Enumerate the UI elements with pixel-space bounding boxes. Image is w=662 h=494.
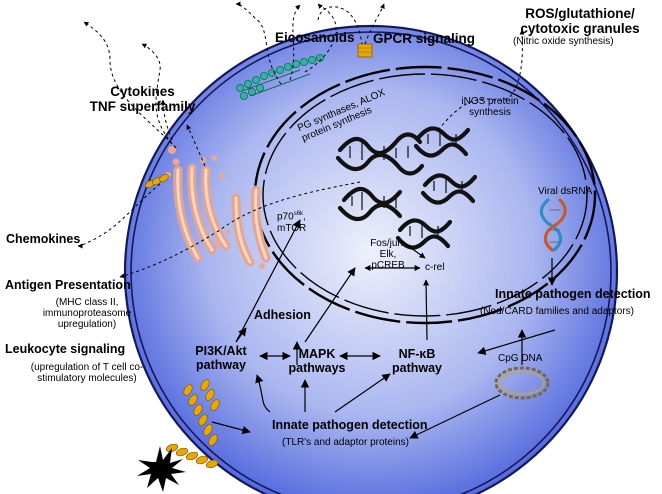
cytokine-receptor-icon <box>145 174 169 188</box>
tlr-label: (TLR's and adaptor proteins) <box>282 437 409 448</box>
p70-mtor-label: p70s6k, mTOR <box>277 211 306 234</box>
pi3k-line2: pathway <box>195 358 246 372</box>
inos-label-line2: synthesis <box>469 107 511 119</box>
cytokines-label: Cytokines TNF superfamily <box>75 84 210 114</box>
tlr-receptor-icon <box>165 379 220 469</box>
gpcr-receptor-icon <box>357 43 373 58</box>
cpg-dna-icon <box>494 366 550 400</box>
cell-body <box>125 26 617 494</box>
nfkb-line2: pathway <box>391 361 442 375</box>
golgi-apparatus-icon <box>165 146 271 269</box>
viral-dsrna-icon <box>539 198 567 252</box>
mapk-line1: MAPK <box>298 347 336 361</box>
innate-detection-right-label: Innate pathogen detection <box>495 287 651 301</box>
mhc-line3: upregulation) <box>57 319 117 331</box>
leukocyte-sub-line2: stimulatory molecules) <box>37 373 137 385</box>
antigen-presentation-label: Antigen Presentation <box>5 278 131 292</box>
mhc-label: (MHC class II, immunoproteasome upregula… <box>22 297 152 331</box>
mapk-line2: pathways <box>288 361 346 375</box>
nod-card-label: (Nod/CARD families and adaptors) <box>480 306 634 317</box>
leukocyte-sub-line1: (upregulation of T cell co- <box>30 362 144 373</box>
mtor-text: mTOR <box>277 222 307 234</box>
cell-membrane-outer <box>123 24 619 494</box>
viral-dsrna-label: Viral dsRNA <box>538 186 593 197</box>
inos-label-line1: iNOS protein <box>461 96 519 107</box>
dna-rungs <box>349 130 463 238</box>
c-rel-label: c-rel <box>425 262 445 273</box>
cell-membrane-inner <box>130 31 612 494</box>
dna-helix-icon <box>335 126 478 250</box>
fos-elk-pcreb-label: Fos/jun, Elk, pCREB <box>358 238 418 272</box>
leukocyte-sub-label: (upregulation of T cell co- stimulatory … <box>2 362 172 384</box>
p70-comma: , <box>303 211 306 223</box>
membrane-lipid-tails <box>241 69 311 97</box>
chemokines-label: Chemokines <box>6 232 81 246</box>
pcreb-text: pCREB <box>371 260 405 272</box>
inos-label: iNOS protein synthesis <box>445 96 535 118</box>
tnf-superfamily-label: TNF superfamily <box>89 99 196 115</box>
nitric-oxide-label: (Nitric oxide synthesis) <box>513 36 614 47</box>
ros-label-line1: ROS/glutathione/ <box>525 6 635 21</box>
membrane-lipid-beads <box>235 54 324 101</box>
fos-jun-text: Fos/jun, <box>370 238 406 249</box>
p70-superscript: s6k <box>293 211 304 217</box>
mhc-line2: immunoproteasome <box>42 308 132 320</box>
innate-detection-bottom-label: Innate pathogen detection <box>272 418 428 432</box>
dashed-secretion-arrows <box>77 1 525 279</box>
pi3k-line1: PI3K/Akt <box>195 344 247 358</box>
cytokines-label-line1: Cytokines <box>110 84 175 99</box>
mhc-line1: (MHC class II, <box>55 297 119 308</box>
nfkb-line1: NF-κB <box>398 347 436 361</box>
leukocyte-signaling-label: Leukocyte signaling <box>5 342 126 356</box>
eicosanoids-label: Eicosanoids <box>275 30 355 45</box>
ros-label: ROS/glutathione/ cytotoxic granules <box>505 6 655 36</box>
ros-label-line2: cytotoxic granules <box>520 21 640 37</box>
mapk-label: MAPK pathways <box>282 347 352 375</box>
pathway-arrows <box>211 219 557 439</box>
pi3k-akt-label: PI3K/Akt pathway <box>184 344 258 372</box>
nucleus-inner <box>262 73 588 317</box>
elk-text: Elk, <box>379 249 397 261</box>
nfkb-label: NF-κB pathway <box>382 347 452 375</box>
pathogen-icon <box>137 446 186 492</box>
p70-text: p70 <box>277 211 294 223</box>
adhesion-label: Adhesion <box>254 308 311 322</box>
cpg-dna-label: CpG DNA <box>498 353 543 364</box>
gpcr-signaling-label: GPCR signaling <box>373 31 476 46</box>
